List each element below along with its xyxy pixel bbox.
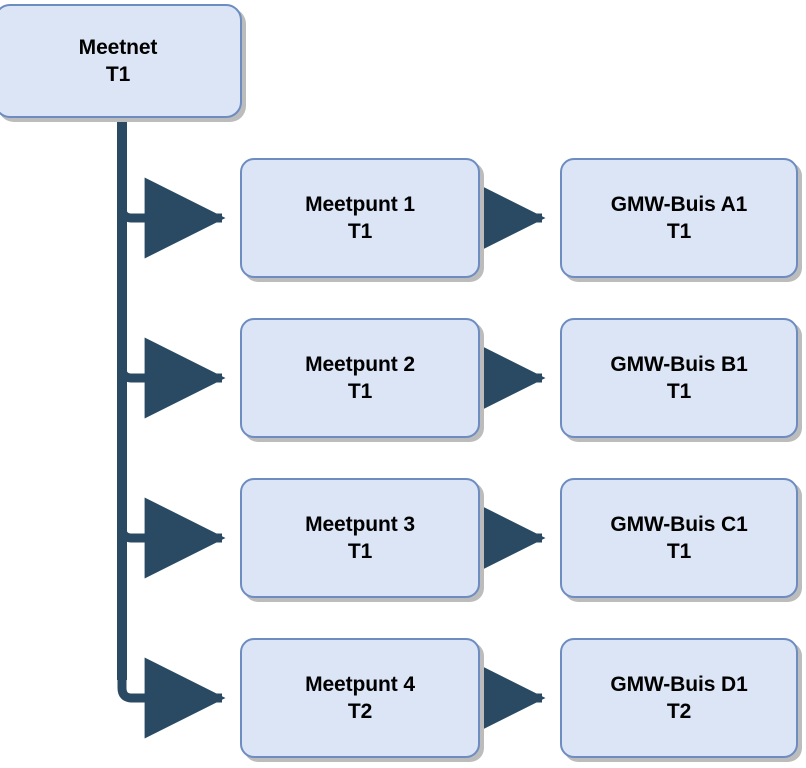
node-gmw-buis-a1-version: T1 — [666, 220, 692, 243]
node-meetnet[interactable]: Meetnet T1 — [0, 4, 242, 118]
node-meetpunt-2-name: Meetpunt 2 — [305, 352, 415, 376]
node-meetpunt-3[interactable]: Meetpunt 3 T1 — [240, 478, 480, 598]
node-gmw-buis-c1-version: T1 — [666, 540, 692, 563]
node-gmw-buis-c1-name: GMW-Buis C1 — [610, 512, 748, 536]
node-meetnet-name: Meetnet — [78, 35, 158, 59]
node-gmw-buis-b1-name: GMW-Buis B1 — [610, 352, 748, 376]
node-meetpunt-2-version: T1 — [347, 380, 373, 403]
node-meetpunt-2[interactable]: Meetpunt 2 T1 — [240, 318, 480, 438]
node-gmw-buis-b1-version: T1 — [666, 380, 692, 403]
node-meetpunt-1-name: Meetpunt 1 — [305, 192, 415, 216]
edge-root-to-meetpunt-2 — [117, 337, 226, 419]
node-meetnet-version: T1 — [105, 63, 131, 86]
edge-root-to-meetpunt-1 — [117, 177, 226, 259]
node-gmw-buis-d1-version: T2 — [666, 700, 692, 723]
node-gmw-buis-c1[interactable]: GMW-Buis C1 T1 — [560, 478, 798, 598]
node-meetpunt-4-version: T2 — [347, 700, 373, 723]
node-gmw-buis-a1[interactable]: GMW-Buis A1 T1 — [560, 158, 798, 278]
node-gmw-buis-d1-name: GMW-Buis D1 — [610, 672, 748, 696]
edge-root-to-meetpunt-4 — [117, 657, 226, 739]
node-meetpunt-1-version: T1 — [347, 220, 373, 243]
node-meetpunt-1[interactable]: Meetpunt 1 T1 — [240, 158, 480, 278]
node-gmw-buis-d1[interactable]: GMW-Buis D1 T2 — [560, 638, 798, 758]
node-gmw-buis-b1[interactable]: GMW-Buis B1 T1 — [560, 318, 798, 438]
node-meetpunt-4-name: Meetpunt 4 — [305, 672, 415, 696]
node-meetpunt-3-name: Meetpunt 3 — [305, 512, 415, 536]
node-meetpunt-3-version: T1 — [347, 540, 373, 563]
node-meetpunt-4[interactable]: Meetpunt 4 T2 — [240, 638, 480, 758]
edge-root-to-meetpunt-3 — [117, 497, 226, 579]
node-gmw-buis-a1-name: GMW-Buis A1 — [610, 192, 748, 216]
